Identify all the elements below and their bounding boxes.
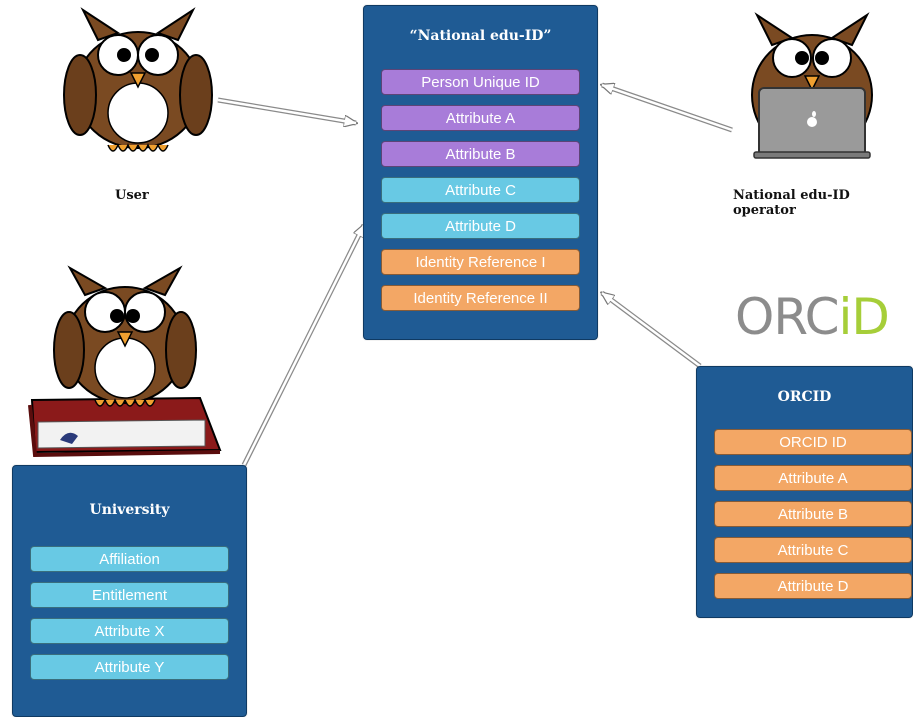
orcid-attr-a: Attribute A [714,465,912,491]
eduid-attr-person-unique-id: Person Unique ID [381,69,580,95]
university-attr-entitlement: Entitlement [30,582,229,608]
eduid-attr-b: Attribute B [381,141,580,167]
eduid-attr-a: Attribute A [381,105,580,131]
university-attr-y: Attribute Y [30,654,229,680]
orcid-attr-b: Attribute B [714,501,912,527]
orcid-attr-id: ORCID ID [714,429,912,455]
national-eduid-panel: “National edu-ID” Person Unique ID Attri… [363,5,598,340]
user-label: User [115,188,149,203]
orcid-logo-text: ORC [735,288,840,346]
eduid-attr-d: Attribute D [381,213,580,239]
university-attr-x: Attribute X [30,618,229,644]
university-attr-affiliation: Affiliation [30,546,229,572]
eduid-attr-c: Attribute C [381,177,580,203]
orcid-attr-c: Attribute C [714,537,912,563]
eduid-identity-ref-2: Identity Reference II [381,285,580,311]
university-panel: University Affiliation Entitlement Attri… [12,465,247,717]
national-eduid-title: “National edu-ID” [409,28,552,44]
orcid-attr-d: Attribute D [714,573,912,599]
operator-label: National edu-ID operator [733,188,850,218]
orcid-title: ORCID [777,389,832,405]
university-title: University [89,502,170,518]
apple-logo-icon [807,111,817,127]
orcid-logo: ORCiD [735,288,890,346]
orcid-logo-id: iD [838,288,890,346]
orcid-panel: ORCID ORCID ID Attribute A Attribute B A… [696,366,913,618]
eduid-identity-ref-1: Identity Reference I [381,249,580,275]
